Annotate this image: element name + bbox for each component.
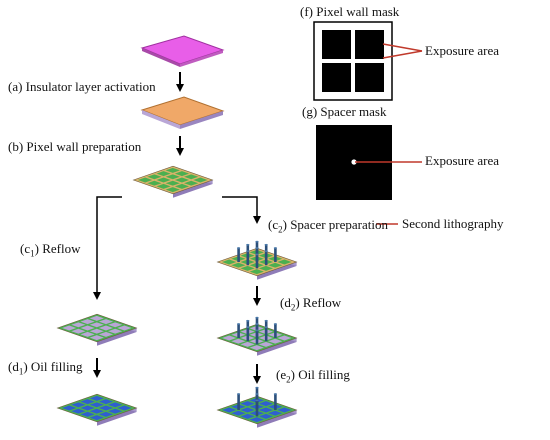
mask-f-title: (f) Pixel wall mask bbox=[300, 4, 400, 19]
oil-filled-plate-right bbox=[216, 386, 298, 428]
mask-g-title: (g) Spacer mask bbox=[302, 104, 387, 119]
branch-line-left bbox=[93, 196, 122, 300]
branch-line-right bbox=[222, 196, 261, 224]
pixel-wall-plate bbox=[132, 165, 214, 198]
step-e2-label: (e2) Oil filling bbox=[276, 367, 350, 385]
second-lithography-label: Second lithography bbox=[402, 216, 504, 231]
step-c2-label: (c2) Spacer preparation bbox=[268, 217, 388, 235]
insulator-layer-plate bbox=[140, 96, 225, 129]
substrate-layer-plate bbox=[140, 35, 225, 67]
step-d2-label: (d2) Reflow bbox=[280, 295, 342, 313]
spacer-plate bbox=[216, 240, 298, 280]
oil-filled-plate-left bbox=[56, 393, 138, 426]
reflow-plate-left bbox=[56, 313, 138, 346]
pixel-wall-mask bbox=[313, 21, 393, 101]
exposure-area-f-label: Exposure area bbox=[425, 43, 499, 58]
step-b-label: (b) Pixel wall preparation bbox=[8, 139, 142, 154]
step-a-label: (a) Insulator layer activation bbox=[8, 79, 156, 94]
exposure-pointer-f bbox=[382, 43, 423, 59]
exposure-area-g-label: Exposure area bbox=[425, 153, 499, 168]
reflow-plate-right bbox=[216, 316, 298, 356]
step-c1-label: (c1) Reflow bbox=[20, 241, 81, 259]
step-d1-label: (d1) Oil filling bbox=[8, 359, 83, 377]
